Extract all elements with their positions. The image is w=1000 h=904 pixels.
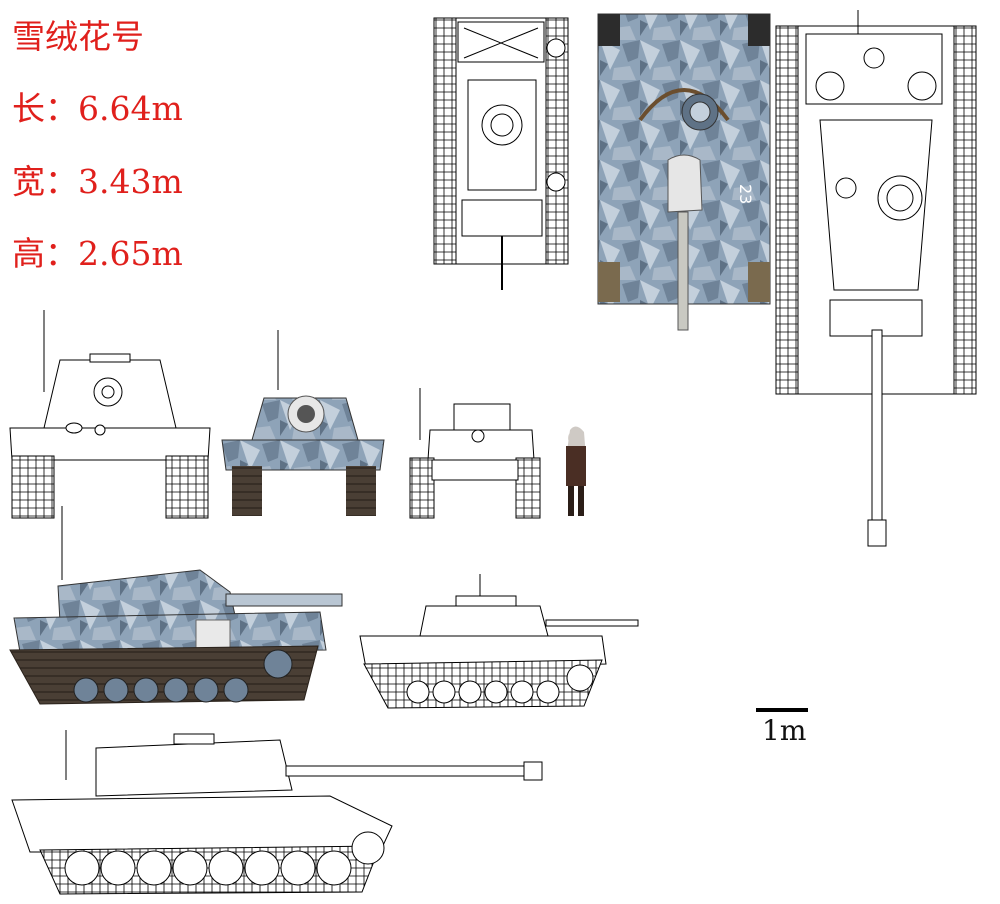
scale-bar-line [756, 708, 808, 712]
top-view-edelweiss: 23 [597, 13, 771, 331]
turret-marking: 23 [736, 184, 755, 204]
width-spec: 宽：3.43m [12, 162, 183, 201]
tank-name: 雪绒花号 [12, 17, 144, 56]
length-spec: 长：6.64m [12, 89, 183, 128]
side-view-panzer-iii [359, 574, 639, 709]
side-view-edelweiss [9, 506, 343, 705]
front-view-panzer-iii [409, 388, 541, 519]
scale-bar: 1m [756, 708, 818, 747]
top-view-king-tiger [775, 10, 977, 547]
front-view-edelweiss [221, 330, 385, 516]
side-view-king-tiger [11, 730, 543, 895]
scale-bar-label: 1m [762, 714, 807, 747]
height-spec: 高：2.65m [12, 234, 183, 273]
top-view-panzer-iii [433, 17, 569, 290]
front-view-king-tiger [9, 310, 211, 519]
commander-figure [566, 426, 586, 516]
